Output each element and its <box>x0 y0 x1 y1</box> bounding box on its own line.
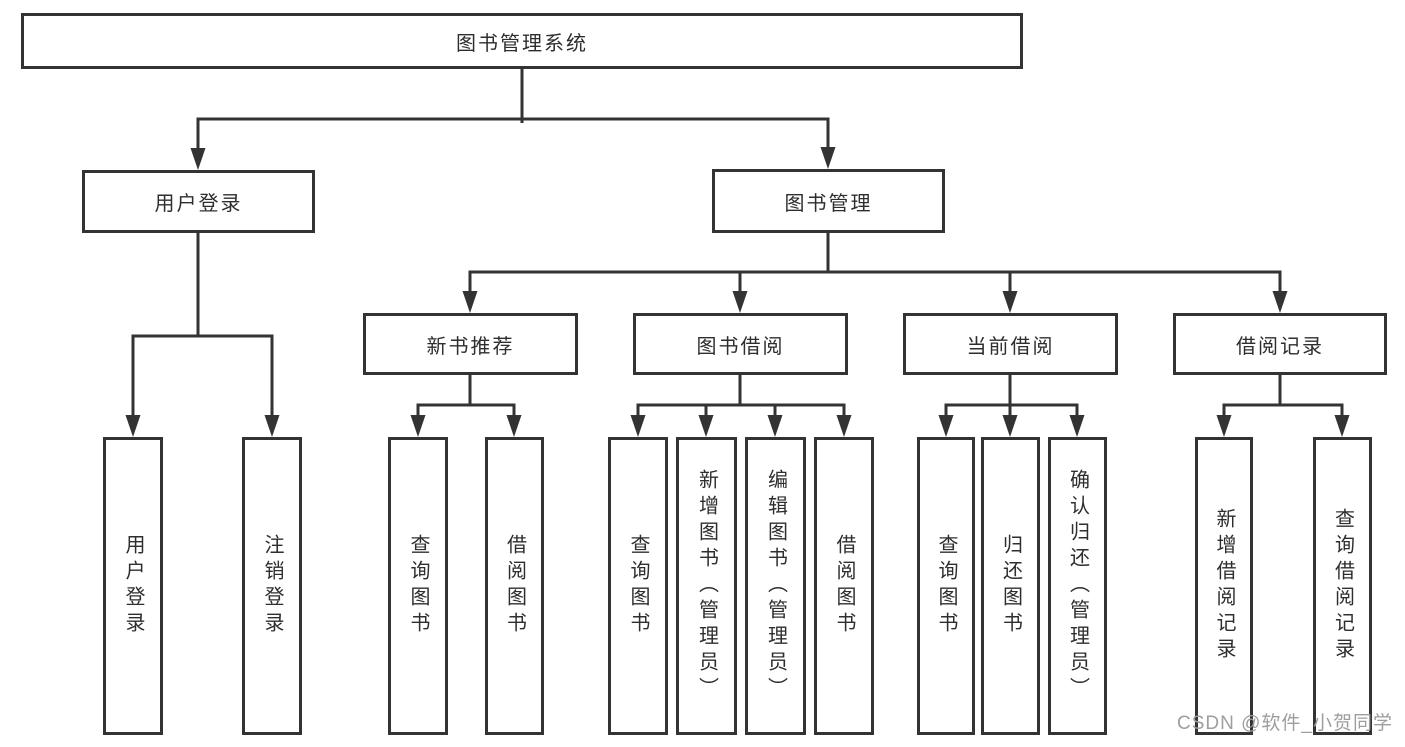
leaf-query-borrow-record: 查询借阅记录 <box>1313 437 1372 735</box>
leaf-add-borrow-record: 新增借阅记录 <box>1195 437 1253 735</box>
node-label: 查询图书 <box>627 534 649 638</box>
node-label: 新书推荐 <box>426 335 515 358</box>
node-label: 图书管理系统 <box>456 32 588 55</box>
node-label: 借阅记录 <box>1236 335 1324 358</box>
node-label: 新增借阅记录 <box>1213 508 1235 664</box>
leaf-user-login: 用户登录 <box>103 437 163 735</box>
node-label: 图书借阅 <box>696 335 785 358</box>
node-label: 新增图书（管理员） <box>695 469 718 703</box>
node-label: 用户登录 <box>122 534 144 638</box>
leaf-edit-book-admin: 编辑图书（管理员） <box>745 437 806 735</box>
arrowheads <box>125 147 1350 437</box>
leaf-logout: 注销登录 <box>242 437 302 735</box>
leaf-add-book-admin: 新增图书（管理员） <box>676 437 737 735</box>
node-borrow-records: 借阅记录 <box>1173 313 1387 375</box>
node-label: 借阅图书 <box>503 534 526 638</box>
leaf-borrow-book: 借阅图书 <box>814 437 874 735</box>
node-label: 编辑图书（管理员） <box>764 469 787 703</box>
node-book-management-module: 图书管理 <box>712 169 945 233</box>
leaf-recommend-query-book: 查询图书 <box>388 437 448 735</box>
node-label: 用户登录 <box>154 193 243 215</box>
node-root-system: 图书管理系统 <box>21 13 1023 69</box>
node-label: 当前借阅 <box>966 335 1055 358</box>
leaf-recommend-borrow-book: 借阅图书 <box>485 437 544 735</box>
node-book-borrow: 图书借阅 <box>633 313 848 375</box>
leaf-current-query-book: 查询图书 <box>917 437 975 735</box>
leaf-borrow-query-book: 查询图书 <box>608 437 668 735</box>
node-label: 图书管理 <box>784 192 873 215</box>
node-label: 确认归还（管理员） <box>1066 469 1089 703</box>
node-current-borrow: 当前借阅 <box>903 313 1118 375</box>
leaf-confirm-return-admin: 确认归还（管理员） <box>1048 437 1107 735</box>
node-label: 查询图书 <box>935 534 957 638</box>
node-label: 查询图书 <box>407 534 429 638</box>
node-label: 注销登录 <box>261 534 283 638</box>
leaf-return-book: 归还图书 <box>981 437 1040 735</box>
node-label: 查询借阅记录 <box>1331 508 1354 664</box>
node-label: 借阅图书 <box>833 534 855 638</box>
node-user-login-module: 用户登录 <box>82 170 315 233</box>
node-label: 归还图书 <box>999 534 1022 638</box>
node-new-book-recommend: 新书推荐 <box>363 313 578 375</box>
csdn-watermark: CSDN @软件_小贺同学 <box>1177 713 1393 734</box>
